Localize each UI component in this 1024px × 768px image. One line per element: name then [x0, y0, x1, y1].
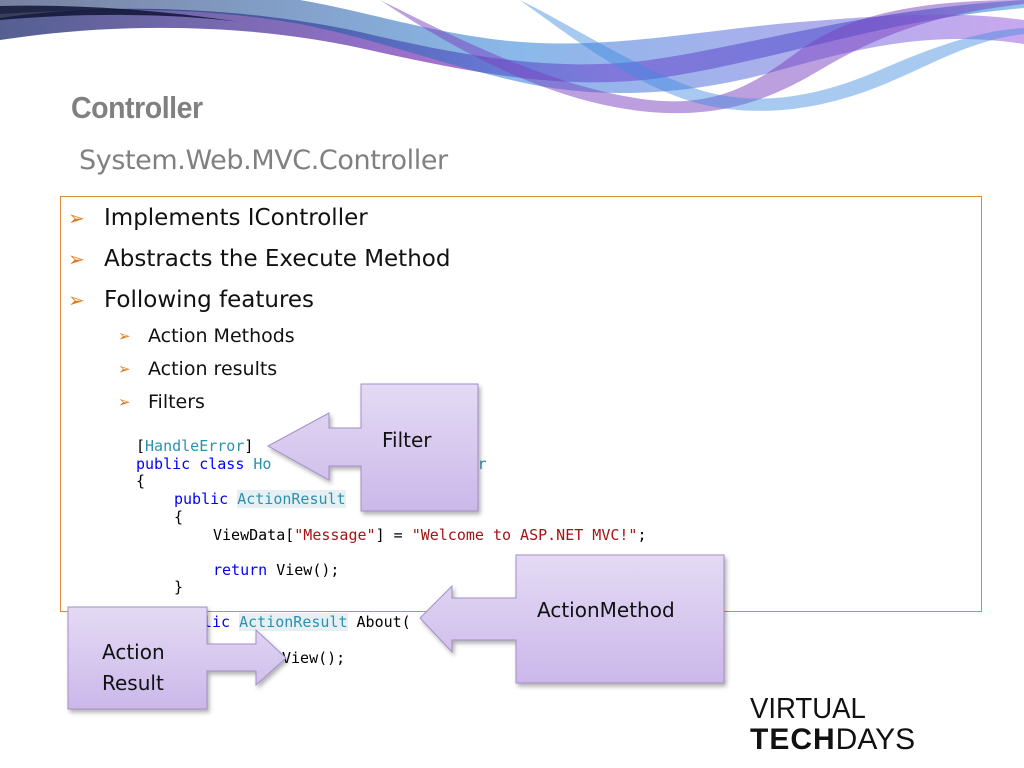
sub-bullet-arrow-icon: ➢ — [118, 360, 131, 378]
sub-bullet-text: Filters — [148, 391, 205, 413]
bullet-item: ➢ Abstracts the Execute Method — [68, 246, 450, 272]
sub-bullet-item: ➢ Action Methods — [118, 325, 295, 347]
logo-line1: VIRTUAL — [750, 693, 866, 725]
sub-bullet-text: Action results — [148, 358, 278, 380]
virtual-techdays-logo: VIRTUAL TECHDAYS — [750, 694, 915, 756]
header-banner-graphic — [0, 0, 1024, 114]
code-line: lic ActionResult About( — [203, 613, 411, 631]
code-line: View(); — [282, 649, 346, 667]
bullet-text: Implements IController — [104, 205, 368, 231]
bullet-text: Following features — [104, 287, 315, 313]
slide-subtitle: System.Web.MVC.Controller — [79, 145, 448, 176]
code-line: return View(); — [213, 561, 340, 579]
code-line: [HandleError] — [136, 437, 254, 455]
bullet-arrow-icon: ➢ — [68, 206, 85, 230]
logo-line2: TECHDAYS — [750, 723, 916, 756]
filter-callout-label: Filter — [382, 428, 432, 452]
bullet-text: Abstracts the Execute Method — [104, 246, 451, 272]
code-line: public ActionResult — [174, 490, 346, 508]
code-line: { — [136, 472, 146, 490]
bullet-arrow-icon: ➢ — [68, 288, 85, 312]
action-result-callout-label-line1: Action — [102, 640, 165, 664]
bullet-arrow-icon: ➢ — [68, 247, 85, 271]
bullet-item: ➢ Following features — [68, 287, 314, 313]
bullet-item: ➢ Implements IController — [68, 205, 368, 231]
action-method-callout-label: ActionMethod — [537, 598, 675, 622]
code-line: { — [174, 508, 184, 526]
code-line: } — [174, 578, 184, 596]
sub-bullet-item: ➢ Filters — [118, 391, 205, 413]
action-result-callout-label-line2: Result — [102, 671, 164, 695]
sub-bullet-arrow-icon: ➢ — [118, 393, 131, 411]
sub-bullet-arrow-icon: ➢ — [118, 327, 131, 345]
sub-bullet-text: Action Methods — [148, 325, 295, 347]
slide-title: Controller — [71, 90, 203, 125]
sub-bullet-item: ➢ Action results — [118, 358, 277, 380]
code-line: ViewData["Message"] = "Welcome to ASP.NE… — [213, 526, 647, 544]
